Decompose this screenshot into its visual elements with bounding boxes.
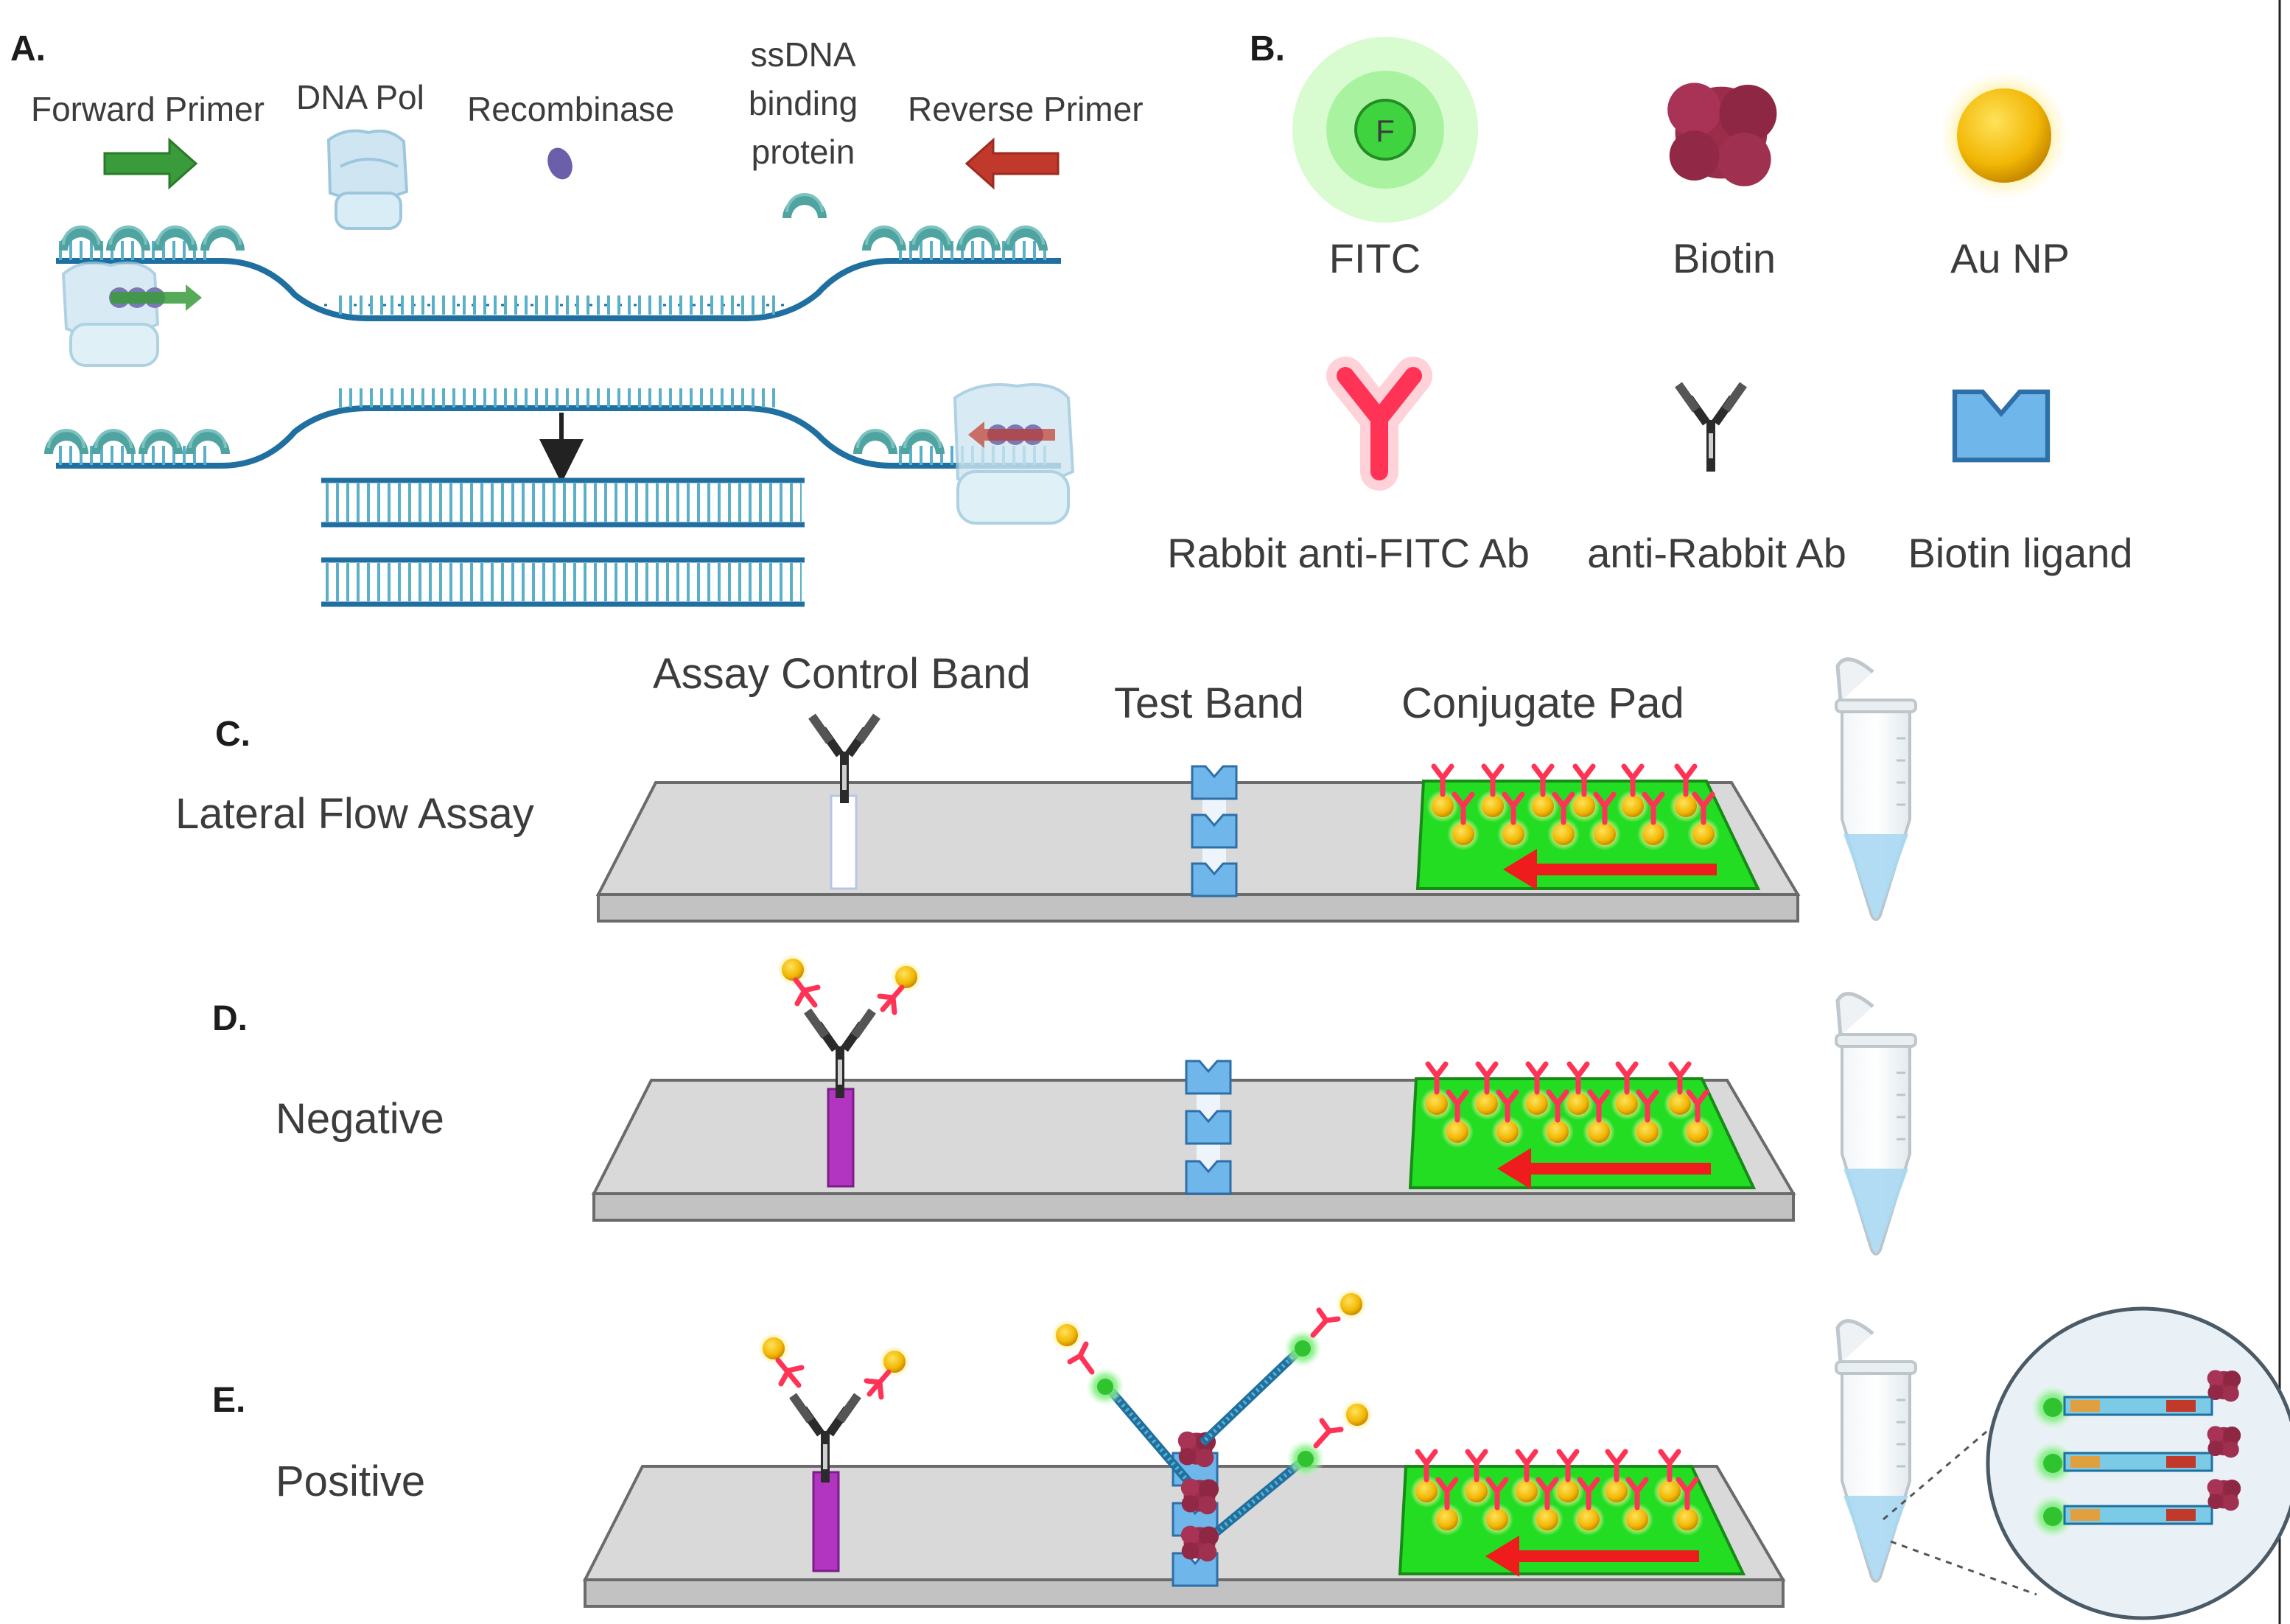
biotin-ligand-icon	[1955, 392, 2048, 460]
panel-e: E. Positive	[212, 1288, 2290, 1620]
forward-primer-label: Forward Primer	[31, 90, 265, 128]
anti-rabbit-ab-label: anti-Rabbit Ab	[1587, 530, 1846, 576]
reverse-primer-label: Reverse Primer	[908, 90, 1144, 128]
amplicon-2	[2031, 1426, 2241, 1485]
panel-d: D. Negative	[212, 953, 1916, 1254]
fitc-label: FITC	[1329, 235, 1421, 281]
sandwich-complex-left-e	[1051, 1319, 1216, 1485]
reverse-primer-arrow-icon	[964, 137, 1060, 190]
zoom-line-upper	[1883, 1418, 2002, 1521]
biotin-label: Biotin	[1673, 235, 1776, 281]
panel-a: A. Forward Primer DNA Pol Recombinase ss…	[10, 29, 1144, 607]
panel-c: Assay Control Band Test Band Conjugate P…	[175, 650, 1916, 923]
panel-e-letter: E.	[212, 1381, 245, 1420]
panel-c-title: Lateral Flow Assay	[175, 790, 534, 838]
control-band-e	[812, 1471, 840, 1572]
primer-bound-forward	[109, 284, 202, 311]
panel-a-letter: A.	[10, 29, 46, 69]
panel-b-letter: B.	[1250, 29, 1285, 69]
zoom-line-lower	[1890, 1540, 2037, 1596]
au-np-label: Au NP	[1950, 235, 2070, 281]
panel-b: B. F FITC Biotin Au NP Rabbit anti-FITC …	[1167, 29, 2132, 576]
captured-conjugate-left-e	[757, 1332, 805, 1388]
panel-c-letter: C.	[215, 715, 251, 754]
dna-lower-strand	[43, 383, 1075, 525]
amplified-product-1	[321, 477, 805, 528]
sandwich-complex-lower-right-e	[1180, 1399, 1373, 1562]
fitc-icon: F	[1292, 37, 1478, 223]
flow-arrow-e	[1485, 1536, 1699, 1577]
biotin-icon	[1667, 83, 1777, 186]
dna-pol-label: DNA Pol	[296, 78, 424, 116]
ssdna-label-line2: binding	[749, 84, 858, 122]
control-band-c	[830, 794, 858, 890]
recombinase-label: Recombinase	[467, 90, 674, 128]
test-band-label: Test Band	[1114, 679, 1304, 727]
zoom-inset	[1986, 1306, 2290, 1620]
flow-arrow-d	[1497, 1148, 1711, 1189]
ssdna-label-line1: ssDNA	[750, 35, 855, 74]
ssdna-binding-protein-icon	[781, 193, 828, 220]
rabbit-anti-fitc-ab-label: Rabbit anti-FITC Ab	[1167, 530, 1530, 576]
forward-primer-arrow-icon	[103, 137, 198, 190]
conjugate-pad-label: Conjugate Pad	[1401, 679, 1684, 727]
panel-d-letter: D.	[212, 999, 248, 1038]
test-band-c	[1191, 765, 1238, 897]
sample-tube-d	[1836, 994, 1916, 1254]
test-band-d	[1185, 1060, 1232, 1195]
au-np-icon	[1939, 71, 2069, 200]
captured-conjugate-right-e	[864, 1345, 911, 1400]
amplicon-3	[2031, 1479, 2241, 1539]
biotin-ligand-label: Biotin ligand	[1908, 530, 2132, 576]
panel-d-title: Negative	[276, 1095, 444, 1143]
flow-arrow-c	[1503, 849, 1717, 890]
anti-rabbit-ab-icon	[1678, 385, 1743, 472]
captured-conjugate-right-d	[877, 961, 922, 1015]
fitc-glyph: F	[1376, 113, 1395, 148]
panel-e-title: Positive	[276, 1457, 425, 1505]
sample-tube-e	[1836, 1321, 1916, 1581]
amplicon-1	[2031, 1370, 2241, 1429]
ssdna-label-line3: protein	[752, 133, 855, 171]
control-band-label: Assay Control Band	[653, 650, 1031, 698]
rabbit-anti-fitc-ab-icon	[1326, 357, 1432, 491]
recombinase-icon	[547, 147, 572, 180]
amplified-product-2	[321, 557, 805, 607]
captured-conjugate-left-d	[777, 953, 821, 1008]
sandwich-complex-upper-right-e	[1199, 1288, 1368, 1446]
primer-bound-reverse	[968, 421, 1055, 448]
sample-tube-c	[1836, 659, 1916, 920]
dna-upper-strand	[56, 225, 1061, 367]
control-band-d	[827, 1088, 855, 1188]
dna-pol-icon	[326, 129, 409, 230]
